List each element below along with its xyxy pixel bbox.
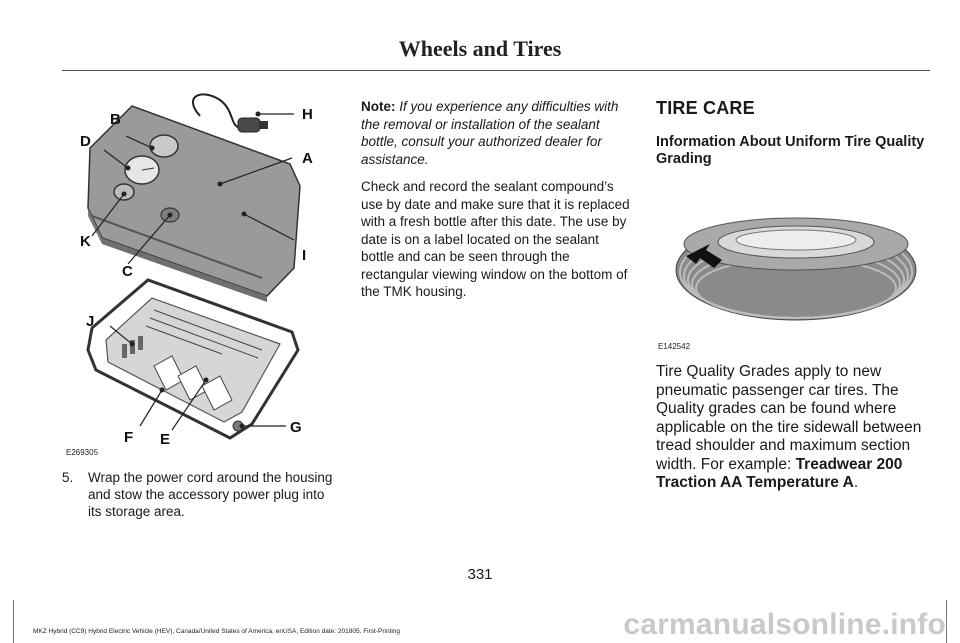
callout-k: K (80, 233, 91, 250)
note-label: Note: (361, 99, 396, 114)
callout-d: D (80, 133, 91, 150)
footer-text: MKZ Hybrid (CC9) Hybrid Electric Vehicle… (33, 628, 401, 635)
tire-paragraph-end: . (853, 474, 859, 491)
arrow-icon (686, 244, 722, 268)
watermark: carmanualsonline.info (623, 608, 946, 641)
callout-e: E (160, 431, 170, 448)
step-text: Wrap the power cord around the housing a… (88, 470, 333, 519)
tire-quality-paragraph: Tire Quality Grades apply to new pneumat… (656, 363, 931, 493)
page-number: 331 (467, 566, 493, 583)
callout-f: F (124, 429, 133, 446)
sealant-paragraph: Check and record the sealant compound’s … (361, 179, 630, 299)
callout-c: C (122, 263, 133, 280)
callout-j: J (86, 313, 94, 330)
middle-column: Note: If you experience any difficulties… (361, 90, 631, 301)
header-rule (62, 70, 930, 71)
callout-b: B (110, 111, 121, 128)
step-number: 5. (62, 470, 74, 485)
callout-i: I (302, 247, 306, 264)
note-paragraph: Note: If you experience any difficulties… (361, 98, 631, 168)
callout-g: G (290, 419, 302, 436)
section-heading: TIRE CARE (656, 98, 755, 118)
tire-paragraph-start: Tire Quality Grades apply to new pneumat… (656, 363, 922, 473)
tire-mobility-kit-figure: H A I B D K C J F E G E269305 (66, 93, 313, 457)
note-text: If you experience any difficulties with … (361, 99, 619, 167)
crop-mark-left (0, 600, 14, 643)
callout-a: A (302, 150, 313, 167)
tire-grade-example: Treadwear 200 Traction AA Temperature A (656, 455, 903, 492)
tire-illustration (675, 217, 917, 321)
tire-figure-code: E142542 (658, 342, 691, 351)
storage-tray-illustration (86, 278, 300, 440)
step-5: 5. Wrap the power cord around the housin… (62, 469, 337, 520)
page-title: Wheels and Tires (398, 36, 562, 61)
figure-code: E269305 (66, 448, 99, 457)
crop-mark-right (946, 600, 947, 643)
callout-h: H (302, 106, 313, 123)
tire-figure: E142542 (658, 217, 917, 351)
subsection-heading: Information About Uniform Tire Quality G… (656, 134, 925, 167)
